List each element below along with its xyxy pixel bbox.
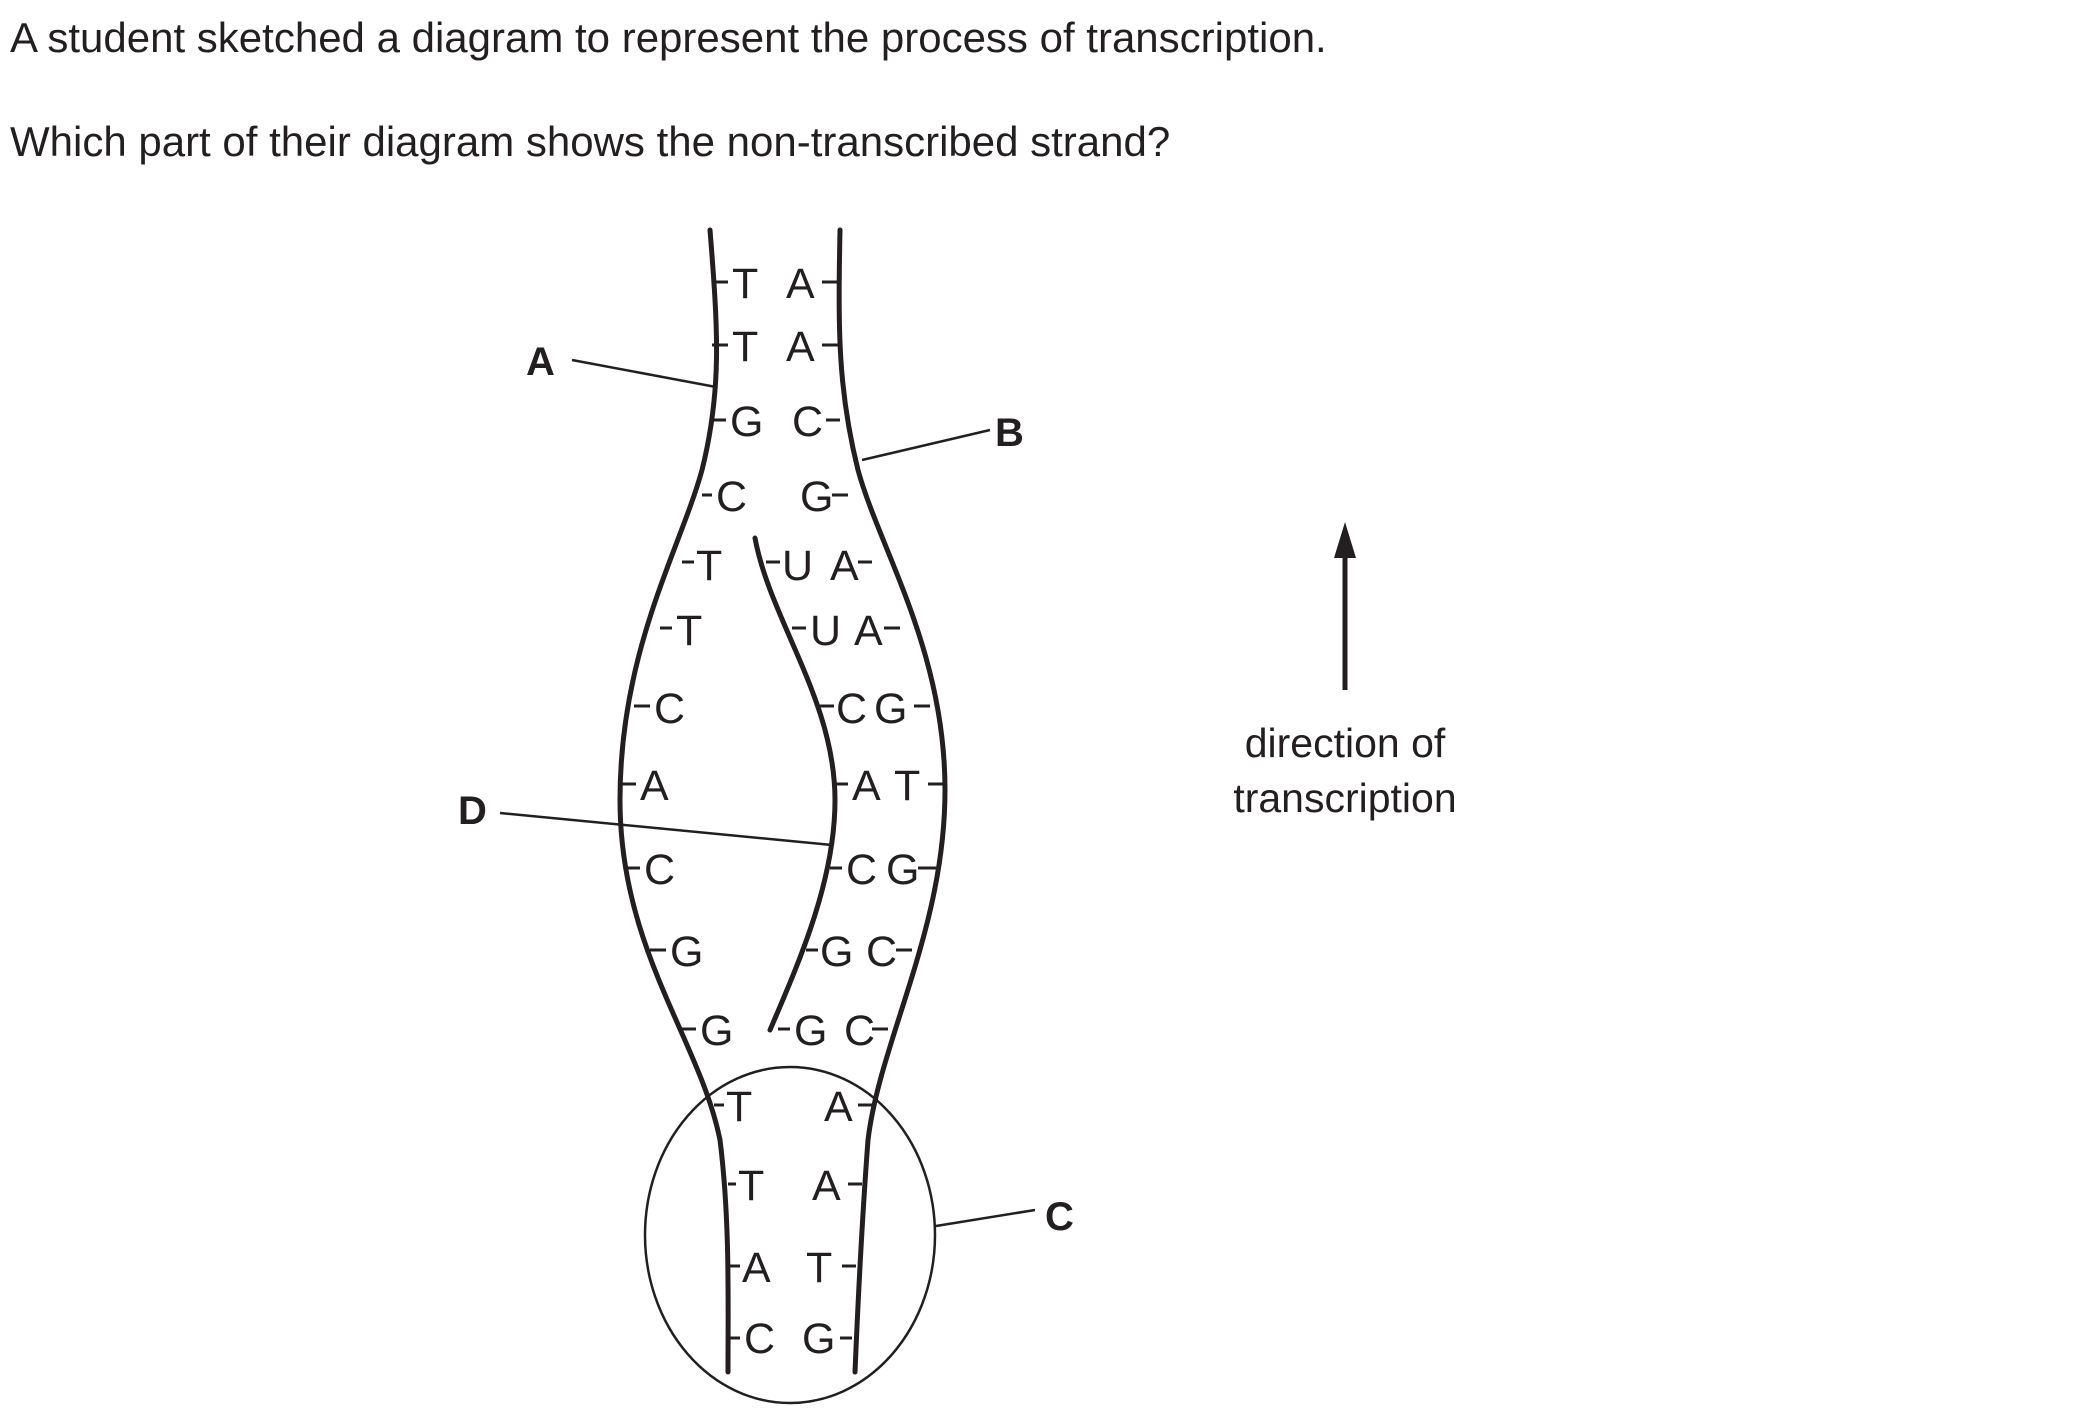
base-left-13: T [738,1162,764,1210]
right-dna-strand [836,227,948,1375]
base-right-7: G [874,685,907,733]
circled-region [643,1065,937,1405]
base-rna-1: U [782,542,813,590]
direction-arrow-head [1334,522,1356,558]
question-intro: A student sketched a diagram to represen… [10,14,1327,61]
label-b: B [995,411,1024,455]
base-left-4: C [716,473,747,521]
leader-line-b [861,428,991,462]
base-right-1: A [786,260,815,308]
direction-label-line1: direction of [1245,720,1446,766]
left-dna-strand [617,227,731,1375]
base-left-15: C [744,1315,775,1363]
base-left-7: C [654,685,685,733]
base-pair-ticks [622,280,944,1340]
base-right-14: T [806,1244,832,1292]
base-left-11: G [700,1007,733,1055]
base-rna-2: U [810,607,841,655]
mrna-strand [752,535,838,1033]
base-left-3: G [730,398,763,446]
base-right-11: C [844,1007,875,1055]
label-c: C [1045,1195,1074,1239]
question-prompt: Which part of their diagram shows the no… [10,118,1171,165]
base-left-1: T [732,260,758,308]
base-left-8: A [640,762,669,810]
direction-label-line2: transcription [1233,775,1456,821]
leader-line-d [499,811,833,847]
label-a: A [526,340,555,384]
base-right-5: A [830,542,859,590]
base-rna-3: C [836,685,867,733]
leader-line-c [935,1208,1036,1228]
base-right-13: A [812,1162,841,1210]
base-rna-6: G [820,928,853,976]
base-right-10: C [866,928,897,976]
base-left-9: C [644,846,675,894]
base-right-2: A [786,323,815,371]
base-right-9: G [886,846,919,894]
leader-line-a [571,358,717,389]
base-rna-5: C [846,846,877,894]
base-right-3: C [792,398,823,446]
base-right-15: G [802,1315,835,1363]
base-rna-4: A [852,762,881,810]
base-left-14: A [742,1244,771,1292]
base-right-4: G [800,473,833,521]
base-left-10: G [670,928,703,976]
base-left-6: T [676,607,702,655]
base-left-2: T [732,323,758,371]
base-rna-7: G [794,1007,827,1055]
base-right-12: A [824,1083,853,1131]
base-left-5: T [696,542,722,590]
base-right-6: A [854,607,883,655]
base-right-8: T [894,762,920,810]
label-d: D [458,789,487,833]
base-left-12: T [726,1083,752,1131]
